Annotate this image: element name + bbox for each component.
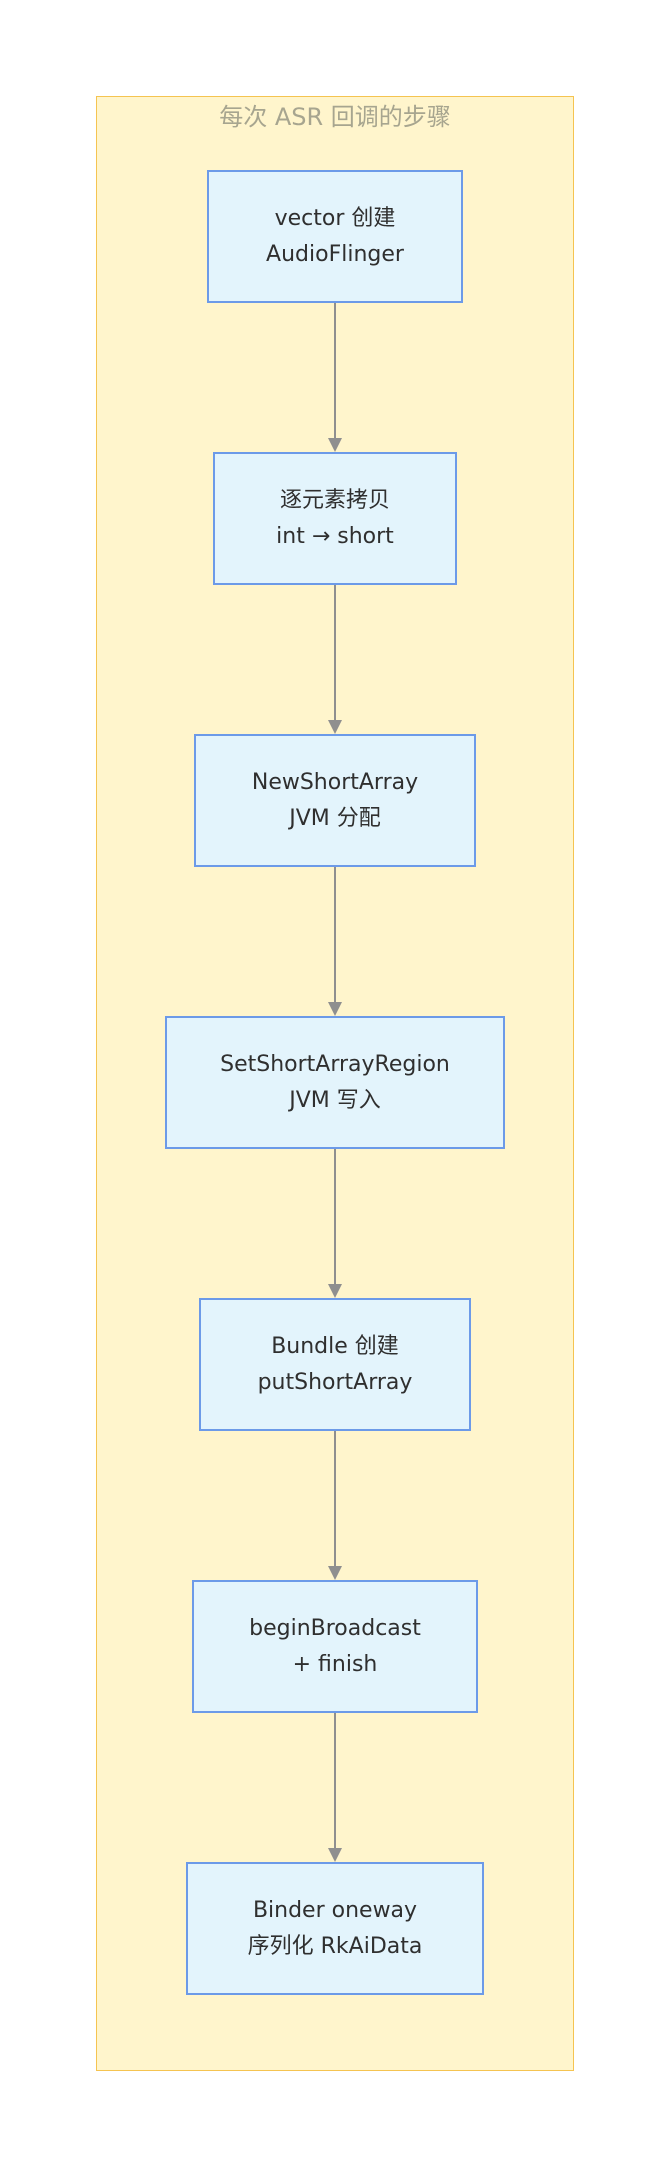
node-label-line: Bundle 创建 xyxy=(271,1333,399,1359)
node-label-line: beginBroadcast xyxy=(249,1615,421,1641)
node-set-short-array-region: SetShortArrayRegion JVM 写入 xyxy=(165,1016,505,1149)
node-bundle-create: Bundle 创建 putShortArray xyxy=(199,1298,471,1431)
node-label-line: int → short xyxy=(276,523,394,549)
node-vector-create: vector 创建 AudioFlinger xyxy=(207,170,463,303)
node-label-line: 逐元素拷贝 xyxy=(279,487,390,513)
node-label-line: Binder oneway xyxy=(252,1897,418,1923)
node-label-line: vector 创建 xyxy=(274,205,396,231)
node-label-line: + finish xyxy=(292,1651,378,1677)
node-label-line: AudioFlinger xyxy=(266,241,404,267)
node-label-line: putShortArray xyxy=(257,1369,413,1395)
group-title: 每次 ASR 回调的步骤 xyxy=(219,103,451,131)
node-label-line: JVM 分配 xyxy=(289,805,381,831)
node-binder-oneway: Binder oneway 序列化 RkAiData xyxy=(186,1862,484,1995)
node-label-line: NewShortArray xyxy=(251,769,419,795)
node-label-line: JVM 写入 xyxy=(289,1087,381,1113)
node-begin-broadcast: beginBroadcast + finish xyxy=(192,1580,478,1713)
node-new-short-array: NewShortArray JVM 分配 xyxy=(194,734,476,867)
node-label-line: 序列化 RkAiData xyxy=(247,1933,423,1959)
node-element-copy: 逐元素拷贝 int → short xyxy=(213,452,457,585)
node-label-line: SetShortArrayRegion xyxy=(220,1051,450,1077)
